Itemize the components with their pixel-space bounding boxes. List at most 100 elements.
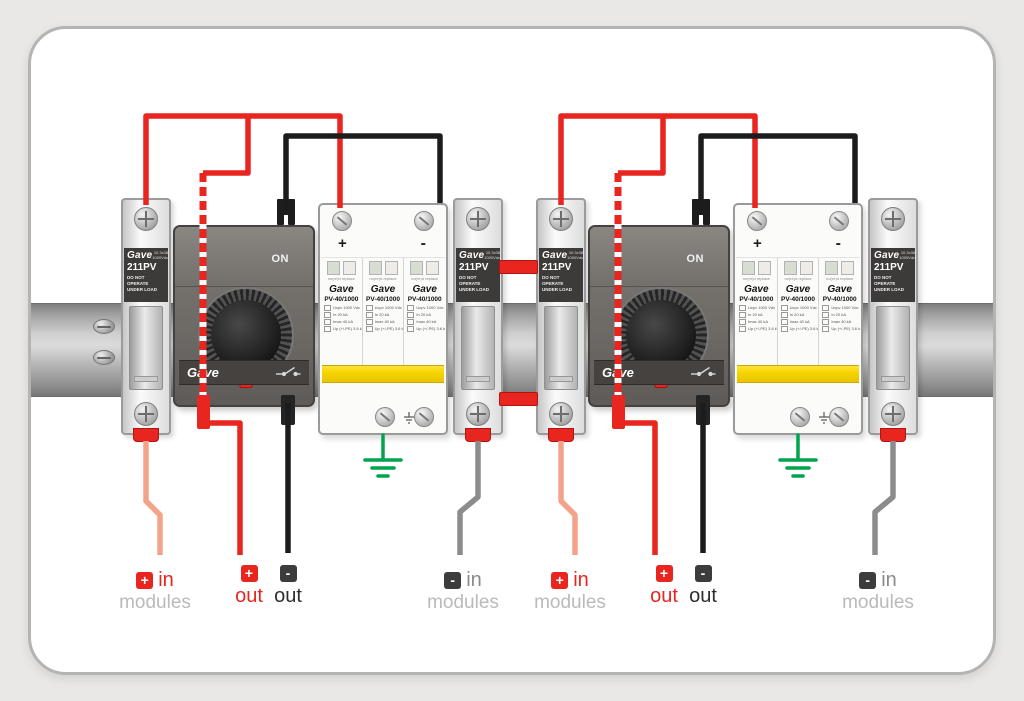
fuse-warning-line1: DO NOT OPERATE <box>874 275 896 287</box>
spd-status-window <box>363 261 404 275</box>
spd-brand: Gave <box>827 284 852 295</box>
rotary-knob-face <box>626 300 696 370</box>
fuse-warning: DO NOT OPERATE UNDER LOAD <box>459 275 497 293</box>
dc-disconnect-switch: ON OFF Gave <box>588 225 730 407</box>
fuse-red-tab <box>133 428 159 442</box>
fuse-rating: 10.3x38 1000Vdc <box>899 250 915 260</box>
spd-spec-line: Imax 40 kA <box>739 319 777 326</box>
modules-label: modules <box>842 592 914 613</box>
fuse-model: 211PV <box>542 262 572 273</box>
terminal-screw-icon <box>414 211 434 231</box>
spd-status-window <box>819 261 860 275</box>
spd-spec-line: In 20 kA <box>407 312 445 319</box>
spd-status-window <box>404 261 445 275</box>
string-link-wire-bottom <box>499 392 538 406</box>
label-plus-out: + out <box>229 563 269 608</box>
fuse-model: 211PV <box>874 262 904 273</box>
fuse-warning-line1: DO NOT OPERATE <box>542 275 564 287</box>
spd-yellow-stripe <box>322 365 444 383</box>
switch-on-label: ON <box>686 253 704 265</box>
out-label: out <box>650 585 678 607</box>
spd-window-caption: no(re)d replace <box>411 276 439 281</box>
spd-brand: Gave <box>744 284 769 295</box>
label-minus-out: - out <box>267 563 309 608</box>
terminal-screw-icon <box>790 407 810 427</box>
minus-icon: - <box>444 571 462 589</box>
plus-icon: + <box>655 564 673 582</box>
spd-brand: Gave <box>329 284 354 295</box>
spd-specs: Ucpv 1000 Vdc In 20 kA Imax 40 kA Up (+/… <box>324 305 362 332</box>
spd-spec-line: In 20 kA <box>781 312 819 319</box>
spd-spec-line: Ucpv 1000 Vdc <box>366 305 404 312</box>
fuse-voltage-text: 1000Vdc <box>152 255 168 260</box>
fuse-size-text: 10.3x38 <box>153 250 168 255</box>
fuse-holder-input: Gave 10.3x38 1000Vdc 211PV DO NOT OPERAT… <box>536 198 586 442</box>
out-label: out <box>274 585 302 607</box>
spd-brand: Gave <box>370 284 396 295</box>
spd-specs: Ucpv 1000 Vdc In 20 kA Imax 40 kA Up (+/… <box>781 305 819 332</box>
terminal-screw-icon <box>881 207 905 231</box>
spd-window-caption: no(re)d replace <box>742 276 770 281</box>
terminal-screw-icon <box>829 407 849 427</box>
fuse-size-text: 10.3x38 <box>485 250 500 255</box>
terminal-screw-icon <box>375 407 395 427</box>
spd-specs: Ucpv 1000 Vdc In 20 kA Imax 40 kA Up (+/… <box>822 305 860 332</box>
label-plus-out: + out <box>644 563 684 608</box>
fuse-brand: Gave <box>459 250 485 261</box>
spd-module: no(re)d replace Gave PV-40/1000 Ucpv 100… <box>736 258 778 365</box>
fuse-red-tab <box>465 428 491 442</box>
wire-salmon-modules-in <box>143 441 163 555</box>
surge-protector: + - no(re)d replace Gave PV-40/1000 Ucpv… <box>733 203 863 435</box>
switch-bottom-bar: Gave <box>594 360 724 385</box>
spd-module: no(re)d replace Gave PV-40/1000 Ucpv 100… <box>363 258 405 365</box>
spd-spec-line: Ucpv 1000 Vdc <box>781 305 819 312</box>
wire-gray-modules-in <box>872 441 896 555</box>
fuse-rating: 10.3x38 1000Vdc <box>567 250 583 260</box>
spd-spec-line: Ucpv 1000 Vdc <box>324 305 362 312</box>
spd-spec-line: Up (+/-PE) 3.6 kV <box>407 326 445 333</box>
fuse-label-band: Gave 10.3x38 1000Vdc 211PV DO NOT OPERAT… <box>871 248 915 302</box>
fuse-model: 211PV <box>127 262 157 273</box>
spd-model: PV-40/1000 <box>324 296 359 303</box>
in-label: in <box>881 568 897 591</box>
fuse-voltage-text: 1000Vdc <box>484 255 500 260</box>
switch-top-tab <box>692 199 699 225</box>
spd-spec-line: Imax 40 kA <box>366 319 404 326</box>
fuse-rating: 10.3x38 1000Vdc <box>152 250 168 260</box>
switch-top-panel <box>175 227 313 287</box>
spd-plus-mark: + <box>753 235 762 252</box>
fuse-window <box>876 306 910 390</box>
switch-brand: Gave <box>187 365 219 380</box>
terminal-screw-icon <box>414 407 434 427</box>
fuse-voltage-text: 1000Vdc <box>567 255 583 260</box>
fuse-warning-line2: UNDER LOAD <box>459 287 489 293</box>
wire-red-branch <box>203 116 251 176</box>
spd-spec-line: Up (+/-PE) 3.6 kV <box>781 326 819 333</box>
spd-brand: Gave <box>412 284 437 295</box>
switch-top-tab <box>277 199 284 225</box>
spd-spec-line: Imax 40 kA <box>324 319 362 326</box>
ground-mark-icon <box>402 411 416 425</box>
switch-on-label: ON <box>271 253 289 265</box>
fuse-size-text: 10.3x38 <box>568 250 583 255</box>
terminal-screw-icon <box>549 207 573 231</box>
fuse-voltage-text: 1000Vdc <box>899 255 915 260</box>
spd-specs: Ucpv 1000 Vdc In 20 kA Imax 40 kA Up (+/… <box>407 305 445 332</box>
fuse-warning-line1: DO NOT OPERATE <box>459 275 481 287</box>
spd-model: PV-40/1000 <box>366 296 400 303</box>
fuse-model: 211PV <box>459 262 489 273</box>
fuse-brand: Gave <box>542 250 568 261</box>
ground-mark-icon <box>817 411 831 425</box>
spd-brand: Gave <box>785 284 811 295</box>
rotary-knob-face <box>211 300 281 370</box>
switch-top-tab <box>703 199 710 225</box>
terminal-screw-icon <box>466 402 490 426</box>
spd-status-window <box>321 261 362 275</box>
spd-model: PV-40/1000 <box>781 296 815 303</box>
fuse-brand: Gave <box>127 250 153 261</box>
label-minus-in-modules: - in modules <box>831 568 925 614</box>
spd-spec-line: Up (+/-PE) 3.6 kV <box>822 326 860 333</box>
spd-specs: Ucpv 1000 Vdc In 20 kA Imax 40 kA Up (+/… <box>739 305 777 332</box>
plus-icon: + <box>136 571 154 589</box>
modules-label: modules <box>534 592 606 613</box>
